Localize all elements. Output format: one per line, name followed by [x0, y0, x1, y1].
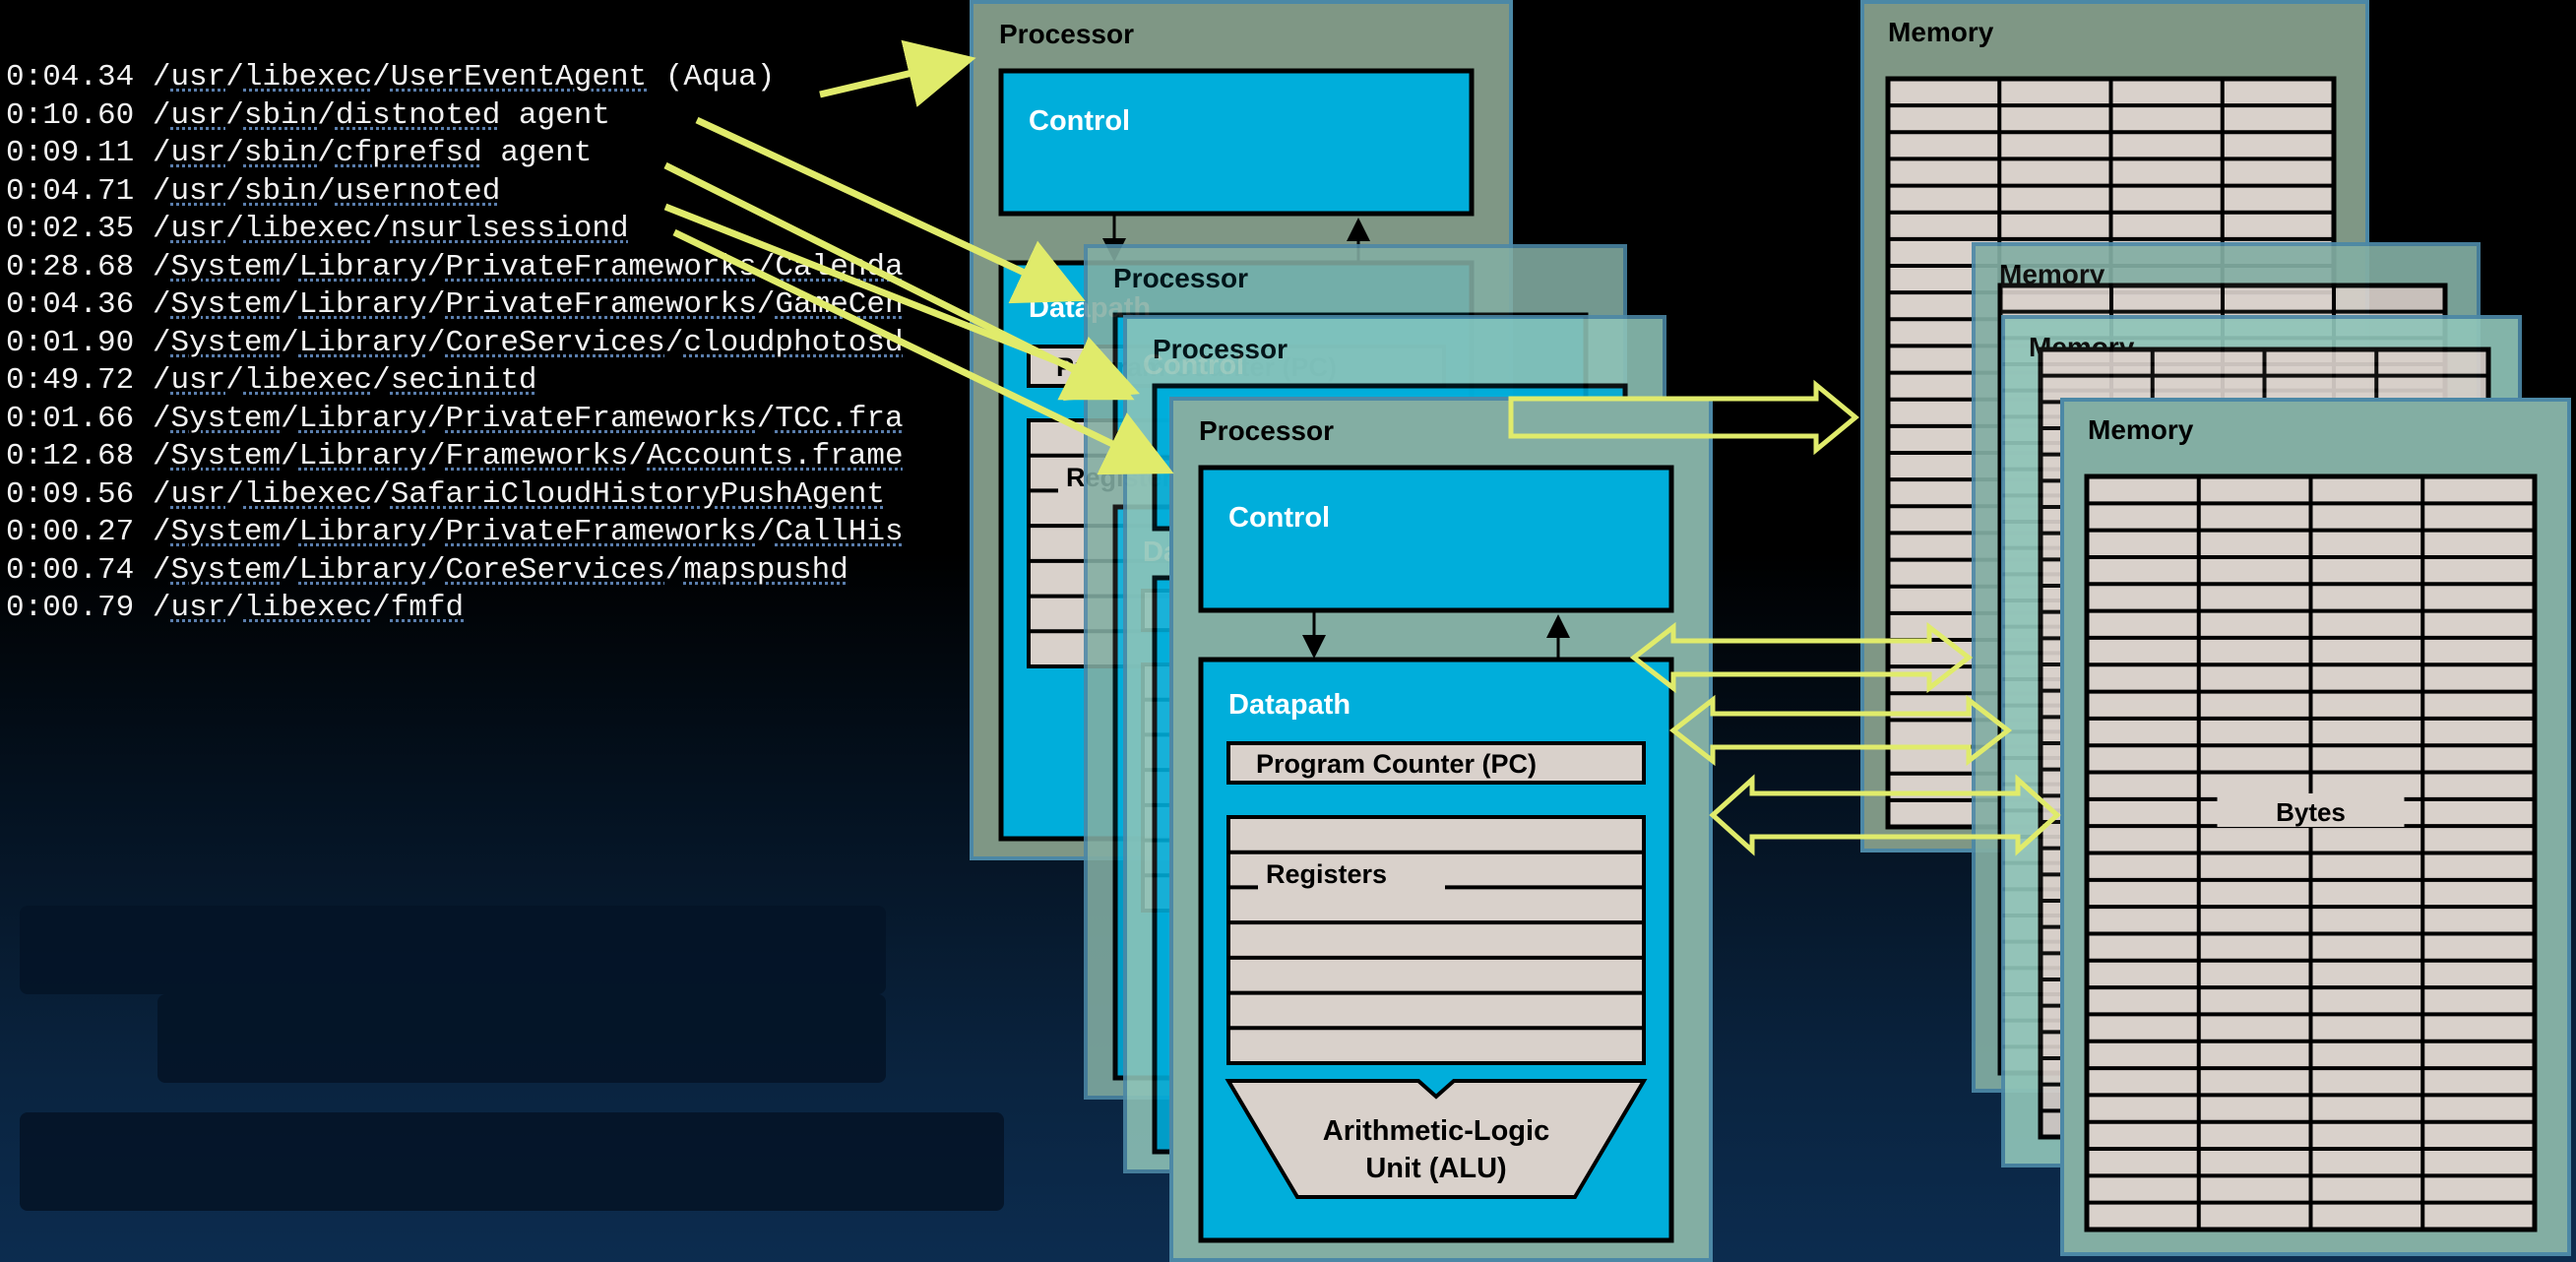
processor-memory-arrow	[1629, 621, 1974, 694]
cpu-time: 0:01.90	[6, 325, 153, 360]
cpu-time: 0:02.35	[6, 212, 153, 246]
cpu-time: 0:04.36	[6, 287, 153, 322]
background-shape	[157, 994, 886, 1083]
process-path: /usr/libexec/nsurlsessiond	[152, 212, 629, 246]
terminal-line: 0:00.74 /System/Library/CoreServices/map…	[6, 552, 848, 590]
background-shape	[20, 1112, 1004, 1211]
cpu-time: 0:00.27	[6, 515, 153, 549]
cpu-time: 0:49.72	[6, 363, 153, 398]
control-label: Control	[1029, 105, 1130, 137]
memory-title: Memory	[1888, 17, 1994, 47]
process-path: /usr/libexec/SafariCloudHistoryPushAgent	[152, 476, 885, 512]
memory-title: Memory	[2088, 414, 2194, 445]
cpu-time: 0:04.71	[6, 173, 153, 209]
process-path: /usr/sbin/cfprefsd	[152, 136, 482, 170]
cpu-time: 0:00.74	[6, 552, 153, 588]
processor-title: Processor	[1153, 334, 1288, 364]
terminal-line: 0:01.66 /System/Library/PrivateFramework…	[6, 401, 904, 438]
processor-memory-arrow	[1508, 379, 1859, 456]
cpu-time: 0:00.79	[6, 591, 153, 625]
processor-title: Processor	[1113, 263, 1248, 293]
terminal-line: 0:12.68 /System/Library/Frameworks/Accou…	[6, 438, 904, 475]
process-arrow	[663, 203, 1141, 402]
alu-block	[1225, 1079, 1648, 1199]
registers-label: Registers	[1266, 859, 1387, 889]
processor-memory-arrow	[1668, 694, 2013, 767]
program-counter	[1226, 741, 1646, 785]
alu-label-line2: Unit (ALU)	[1365, 1153, 1506, 1184]
terminal-line: 0:00.27 /System/Library/PrivateFramework…	[6, 514, 904, 551]
process-path: /usr/sbin/distnoted	[152, 97, 501, 133]
registers-label-bg	[1258, 856, 1445, 890]
process-args: (Aqua)	[647, 60, 776, 95]
cpu-time: 0:01.66	[6, 401, 153, 436]
cpu-time: 0:09.56	[6, 476, 153, 512]
background-shape	[20, 906, 886, 994]
terminal-line: 0:04.71 /usr/sbin/usernoted	[6, 173, 500, 211]
cpu-time: 0:09.11	[6, 136, 153, 170]
alu-label-line1: Arithmetic-Logic	[1323, 1115, 1549, 1147]
process-path: /usr/libexec/secinitd	[152, 363, 537, 398]
processor-title: Processor	[999, 19, 1134, 49]
control-block	[998, 68, 1475, 217]
processor-memory-arrow	[1709, 774, 2061, 856]
process-path: /System/Library/PrivateFrameworks/TCC.fr…	[152, 401, 904, 436]
cpu-time: 0:04.34	[6, 60, 153, 95]
process-path: /usr/libexec/fmfd	[152, 591, 465, 625]
process-path: /usr/sbin/usernoted	[152, 173, 501, 209]
process-path: /System/Library/CoreServices/cloudphotos…	[152, 325, 904, 360]
processor-title: Processor	[1199, 415, 1334, 446]
process-path: /System/Library/PrivateFrameworks/CallHi…	[152, 515, 904, 549]
terminal-line: 0:49.72 /usr/libexec/secinitd	[6, 362, 537, 400]
terminal-line: 0:09.56 /usr/libexec/SafariCloudHistoryP…	[6, 476, 885, 514]
process-path: /System/Library/Frameworks/Accounts.fram…	[152, 439, 904, 473]
terminal-line: 0:00.79 /usr/libexec/fmfd	[6, 590, 464, 625]
program-counter-label: Program Counter (PC)	[1256, 749, 1537, 779]
bytes-label-bg	[2217, 793, 2405, 827]
control-block	[1198, 465, 1674, 613]
process-arrow	[819, 39, 976, 107]
terminal-output: 0:04.34 /usr/libexec/UserEventAgent (Aqu…	[0, 59, 935, 625]
process-args: agent	[481, 136, 593, 170]
process-arrow	[672, 228, 1174, 475]
terminal-line: 0:01.90 /System/Library/CoreServices/clo…	[6, 325, 904, 362]
process-arrow	[695, 116, 1086, 304]
cpu-time: 0:10.60	[6, 97, 153, 133]
process-path: /System/Library/CoreServices/mapspushd	[152, 552, 848, 588]
bytes-label: Bytes	[2276, 797, 2346, 827]
terminal-line: 0:02.35 /usr/libexec/nsurlsessiond	[6, 211, 629, 248]
process-path: /usr/libexec/UserEventAgent	[152, 60, 648, 95]
process-args: agent	[500, 97, 610, 133]
datapath-label: Datapath	[1228, 689, 1351, 721]
terminal-line: 0:04.34 /usr/libexec/UserEventAgent (Aqu…	[6, 59, 775, 96]
cpu-time: 0:12.68	[6, 439, 153, 473]
terminal-line: 0:09.11 /usr/sbin/cfprefsd agent	[6, 135, 592, 172]
terminal-line: 0:10.60 /usr/sbin/distnoted agent	[6, 97, 610, 135]
cpu-time: 0:28.68	[6, 249, 153, 284]
control-label: Control	[1228, 502, 1330, 534]
